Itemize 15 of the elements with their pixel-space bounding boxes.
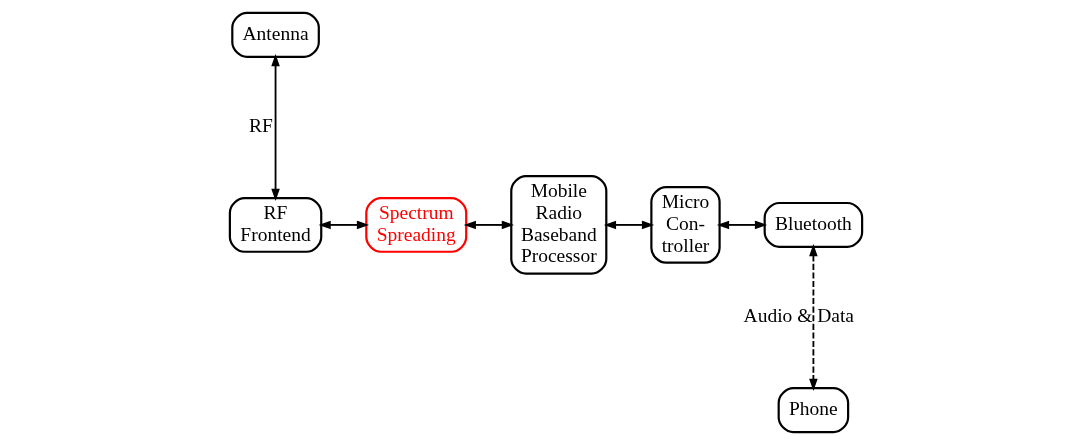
edge-label: RF bbox=[248, 115, 273, 137]
node-box: Mobile Radio Baseband Processor bbox=[509, 175, 607, 275]
arrow bbox=[716, 220, 767, 230]
node-box: Bluetooth bbox=[763, 201, 863, 248]
arrow bbox=[603, 220, 654, 230]
arrow bbox=[318, 220, 369, 230]
edge-label: Audio & Data bbox=[743, 305, 854, 327]
arrow bbox=[808, 244, 818, 391]
node-box: Antenna bbox=[230, 11, 320, 58]
arrow bbox=[463, 220, 514, 230]
node-box: RF Frontend bbox=[228, 197, 322, 253]
arrow bbox=[270, 54, 280, 201]
node-box: Micro Con- troller bbox=[649, 186, 721, 264]
node-box: Spectrum Spreading bbox=[364, 197, 467, 253]
node-box: Phone bbox=[777, 387, 849, 434]
